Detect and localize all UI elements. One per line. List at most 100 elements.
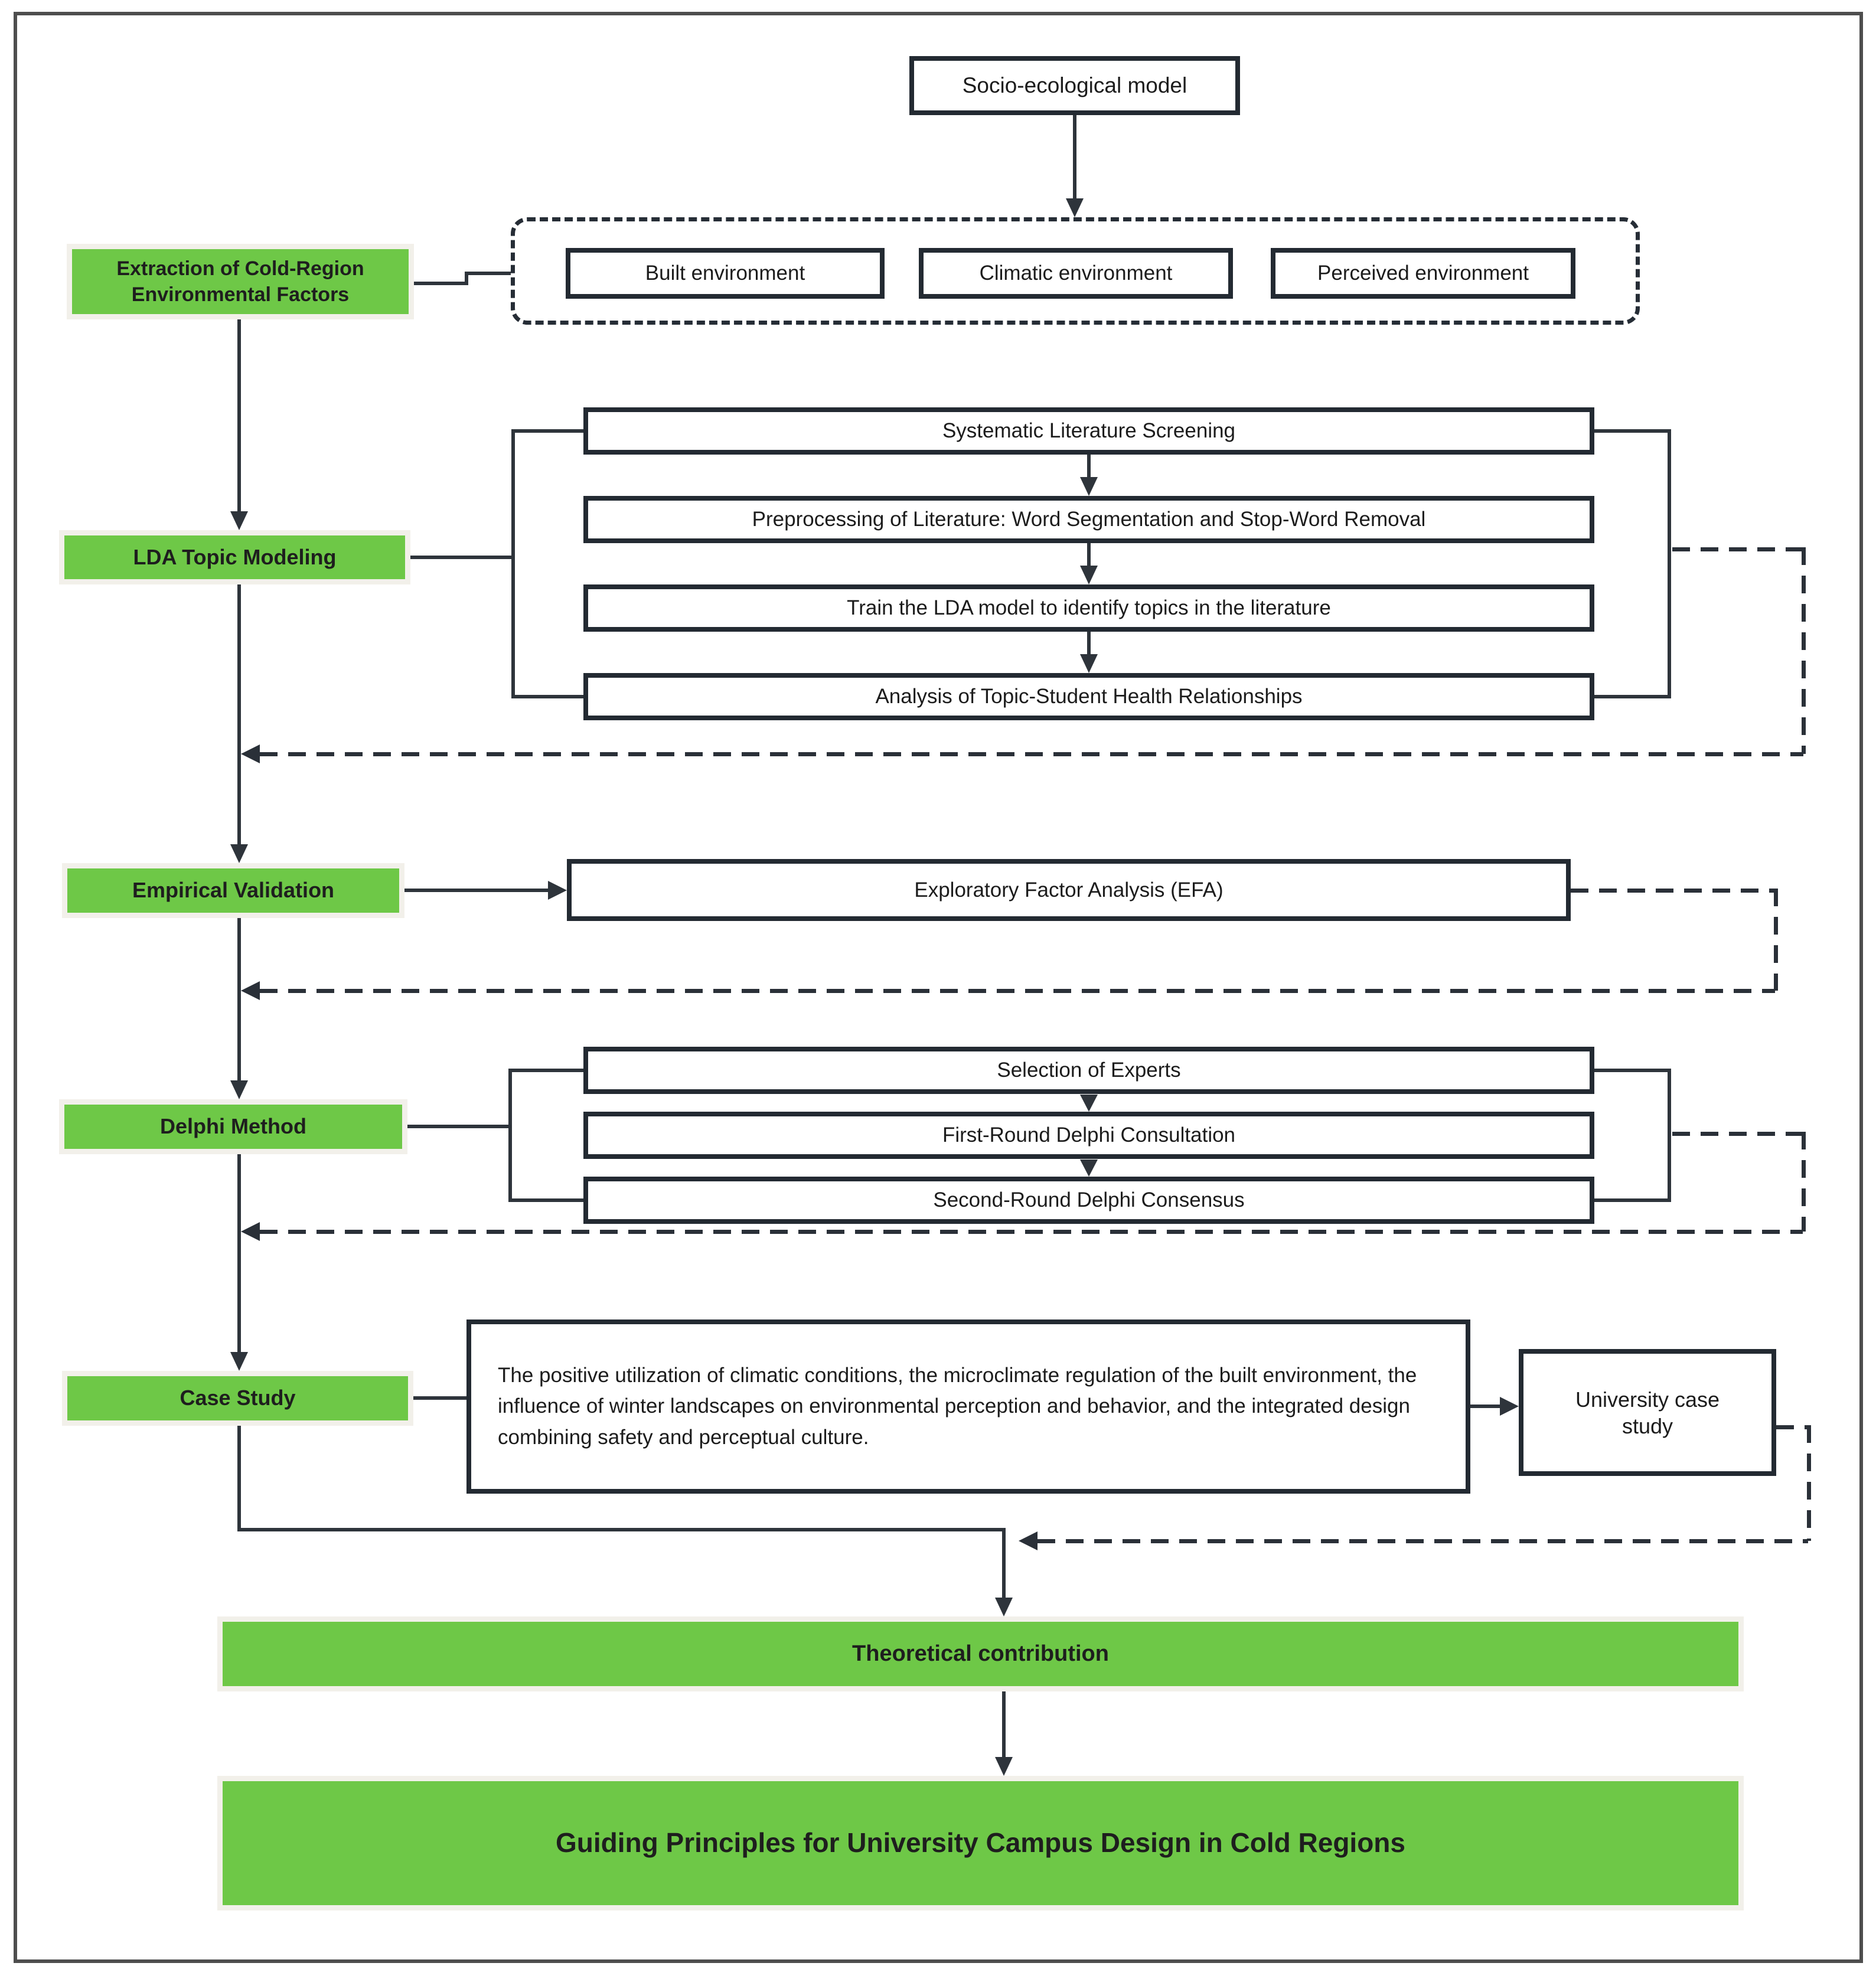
node-delphi-step-1: Selection of Experts (583, 1047, 1594, 1094)
climatic-environment-label: Climatic environment (979, 262, 1173, 285)
lda-feedback-dash-right (1672, 547, 1805, 551)
node-socio-label: Socio-ecological model (962, 73, 1187, 97)
node-lda-step-4: Analysis of Topic-Student Health Relatio… (583, 673, 1594, 720)
spine-segment-5 (237, 1426, 241, 1531)
node-efa: Exploratory Factor Analysis (EFA) (567, 859, 1571, 921)
connector-lda-step-3-4 (1087, 632, 1091, 654)
perceived-environment-label: Perceived environment (1317, 262, 1529, 285)
lda-feedback-dash-down (1802, 547, 1806, 754)
arrowhead-university-feedback (1019, 1531, 1037, 1550)
arrowhead-into-empirical (230, 844, 248, 863)
node-extraction-cold-region: Extraction of Cold-Region Environmental … (67, 244, 414, 319)
arrowhead-lda-step-3-4 (1080, 654, 1098, 673)
guiding-principles-label: Guiding Principles for University Campus… (556, 1827, 1405, 1859)
node-perceived-environment: Perceived environment (1271, 248, 1575, 299)
university-dash-down (1807, 1425, 1811, 1541)
lda-label: LDA Topic Modeling (133, 544, 337, 569)
lda-step-4-label: Analysis of Topic-Student Health Relatio… (875, 685, 1303, 708)
lda-step-2-label: Preprocessing of Literature: Word Segmen… (752, 508, 1426, 531)
theoretical-contribution-label: Theoretical contribution (852, 1641, 1109, 1666)
lda-feedback-dash-long (260, 752, 1803, 756)
lda-left-bracket-bottom (511, 695, 583, 698)
connector-description-to-university (1470, 1405, 1500, 1408)
arrowhead-socio-to-environments (1066, 198, 1084, 217)
arrowhead-empirical-to-efa (548, 881, 567, 900)
delphi-right-bracket-bottom (1594, 1198, 1671, 1202)
connector-socio-to-environments (1073, 115, 1076, 198)
connector-case-to-description (413, 1396, 466, 1400)
node-delphi-step-3: Second-Round Delphi Consensus (583, 1177, 1594, 1224)
node-socio-ecological-model: Socio-ecological model (909, 56, 1240, 115)
arrowhead-description-to-university (1500, 1397, 1519, 1416)
lda-right-bracket-top (1594, 429, 1671, 433)
diagram-frame (14, 12, 1863, 1963)
node-climatic-environment: Climatic environment (919, 248, 1233, 299)
delphi-right-bracket-vertical (1668, 1069, 1671, 1202)
spine-segment-1 (237, 319, 241, 511)
arrowhead-into-theoretical (995, 1598, 1013, 1616)
lda-right-bracket-vertical (1668, 429, 1671, 698)
elbow-vertical-to-theoretical (1002, 1528, 1006, 1598)
efa-feedback-dash-long (260, 989, 1775, 993)
arrowhead-lda-step-2-3 (1080, 566, 1098, 584)
arrowhead-lda-feedback (241, 744, 260, 763)
delphi-step-3-label: Second-Round Delphi Consensus (933, 1188, 1245, 1212)
node-university-case-study: University case study (1519, 1349, 1776, 1476)
efa-label: Exploratory Factor Analysis (EFA) (914, 878, 1224, 902)
node-empirical-validation: Empirical Validation (62, 863, 404, 918)
spine-segment-2 (237, 584, 241, 844)
empirical-label: Empirical Validation (132, 878, 335, 903)
node-lda-topic-modeling: LDA Topic Modeling (59, 530, 410, 584)
connector-lda-step-2-3 (1087, 543, 1091, 566)
case-study-label: Case Study (180, 1386, 296, 1410)
university-dash-long (1037, 1539, 1808, 1543)
delphi-step-1-label: Selection of Experts (997, 1059, 1181, 1082)
connector-extraction-jog-3 (465, 272, 511, 275)
lda-step-3-label: Train the LDA model to identify topics i… (847, 596, 1331, 620)
node-case-study: Case Study (62, 1371, 413, 1426)
connector-empirical-to-efa (404, 889, 548, 892)
node-lda-step-2: Preprocessing of Literature: Word Segmen… (583, 496, 1594, 543)
delphi-step-2-label: First-Round Delphi Consultation (942, 1123, 1236, 1147)
university-case-study-label: University case study (1575, 1387, 1720, 1438)
arrowhead-into-case (230, 1352, 248, 1371)
environments-group (511, 217, 1640, 325)
efa-feedback-dash-down (1774, 889, 1778, 991)
lda-right-bracket-bottom (1594, 695, 1671, 698)
node-lda-step-3: Train the LDA model to identify topics i… (583, 584, 1594, 632)
spine-segment-4 (237, 1154, 241, 1352)
connector-lda-step-1-2 (1087, 455, 1091, 477)
arrowhead-into-delphi (230, 1080, 248, 1099)
arrowhead-into-guiding (995, 1757, 1013, 1776)
lda-left-bracket-vertical (511, 429, 515, 698)
connector-extraction-jog-2 (465, 272, 468, 285)
node-case-description: The positive utilization of climatic con… (466, 1319, 1470, 1494)
university-dash-right (1776, 1425, 1810, 1429)
node-lda-step-1: Systematic Literature Screening (583, 407, 1594, 455)
arrowhead-delphi-feedback (241, 1222, 260, 1241)
lda-left-bracket-top (511, 429, 583, 433)
delphi-label: Delphi Method (160, 1114, 306, 1139)
arrowhead-delphi-step-1-2 (1080, 1095, 1098, 1112)
connector-extraction-jog-1 (414, 282, 468, 285)
delphi-feedback-dash-long (260, 1230, 1803, 1234)
arrowhead-delphi-step-2-3 (1080, 1160, 1098, 1177)
spine-segment-3 (237, 918, 241, 1080)
case-description-text: The positive utilization of climatic con… (498, 1363, 1417, 1449)
delphi-feedback-dash-down (1802, 1132, 1806, 1232)
connector-theoretical-to-guiding (1002, 1691, 1006, 1757)
delphi-left-bracket-stem (407, 1125, 511, 1128)
node-delphi-method: Delphi Method (59, 1099, 407, 1154)
delphi-left-bracket-top (508, 1069, 583, 1072)
lda-step-1-label: Systematic Literature Screening (942, 419, 1236, 443)
arrowhead-lda-step-1-2 (1080, 477, 1098, 496)
node-delphi-step-2: First-Round Delphi Consultation (583, 1112, 1594, 1159)
node-theoretical-contribution: Theoretical contribution (217, 1616, 1744, 1691)
elbow-horizontal-to-theoretical (237, 1528, 1006, 1531)
built-environment-label: Built environment (645, 262, 805, 285)
node-guiding-principles: Guiding Principles for University Campus… (217, 1776, 1744, 1910)
extraction-label: Extraction of Cold-Region Environmental … (116, 257, 364, 306)
lda-left-bracket-stem (410, 556, 514, 559)
arrowhead-into-lda (230, 511, 248, 530)
